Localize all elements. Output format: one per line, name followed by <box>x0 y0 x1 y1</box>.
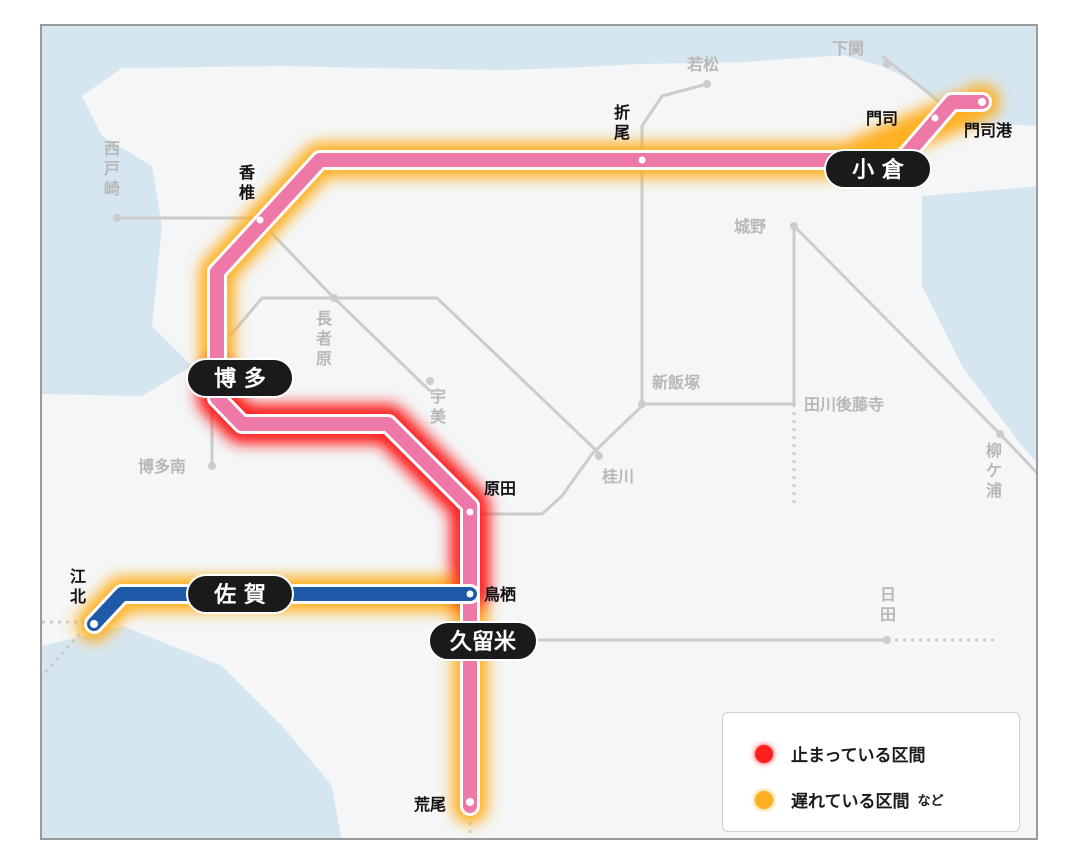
sea-genkai <box>42 26 1036 70</box>
station-label-nishitozaki: 西戸崎 <box>104 139 120 198</box>
legend-delayed-label: 遅れている区間 <box>791 792 910 812</box>
sea-ariake <box>42 626 342 838</box>
station-label-orio: 折尾 <box>614 103 630 142</box>
station-label-hakataminami: 博多南 <box>138 457 186 476</box>
major-station-hakata[interactable]: 博 多 <box>186 358 294 398</box>
station-label-mojiko: 門司港 <box>964 121 1013 140</box>
rail-status-map: 下関 若松 城野 新飯塚 田川後藤寺 博多南 桂川 西戸崎 長者原 宇美 柳ケ浦… <box>40 24 1038 840</box>
station-label-shiniizuka: 新飯塚 <box>652 373 700 392</box>
station-label-jono: 城野 <box>734 217 766 236</box>
delayed-dot-icon <box>755 790 773 809</box>
station-label-yanagaura: 柳ケ浦 <box>986 441 1002 500</box>
station-label-keisen: 桂川 <box>601 467 634 486</box>
minor-station-labels: 下関 若松 城野 新飯塚 田川後藤寺 博多南 桂川 <box>138 39 884 486</box>
station-label-tagawagotoji: 田川後藤寺 <box>804 395 884 414</box>
svg-text:博 多: 博 多 <box>214 366 266 392</box>
legend-delayed-suffix: など <box>917 794 944 809</box>
other-lines <box>117 54 1036 642</box>
station-label-hita: 日田 <box>880 585 896 624</box>
station-label-arao: 荒尾 <box>413 795 446 814</box>
svg-text:小 倉: 小 倉 <box>852 157 905 183</box>
station-label-kohoku: 江北 <box>70 567 86 606</box>
map-canvas: 下関 若松 城野 新飯塚 田川後藤寺 博多南 桂川 西戸崎 長者原 宇美 柳ケ浦… <box>42 26 1036 838</box>
station-label-umi: 宇美 <box>430 387 447 426</box>
svg-text:久留米: 久留米 <box>450 629 517 655</box>
station-label-tosu: 鳥栖 <box>484 585 516 604</box>
sea-areas <box>42 26 1036 838</box>
station-dots <box>90 60 1004 806</box>
major-station-kurume[interactable]: 久留米 <box>428 621 538 661</box>
affected-vertical-labels: 折尾 香椎 江北 <box>70 103 630 606</box>
affected-station-labels: 門司港 門司 原田 鳥栖 荒尾 <box>413 109 1013 814</box>
legend-stopped: 止まっている区間 <box>755 741 925 766</box>
minor-vertical-labels: 西戸崎 長者原 宇美 柳ケ浦 日田 <box>104 139 1002 624</box>
sea-west-bay <box>42 136 102 326</box>
station-label-moji: 門司 <box>866 109 898 128</box>
svg-text:佐 賀: 佐 賀 <box>213 582 266 608</box>
legend-delayed: 遅れている区間 など <box>755 787 944 812</box>
sea-suonada <box>922 186 1036 462</box>
station-label-wakamatsu: 若松 <box>686 55 719 74</box>
station-label-kashii: 香椎 <box>238 163 256 202</box>
station-label-chojabaru: 長者原 <box>315 309 333 368</box>
major-station-kokura[interactable]: 小 倉 <box>824 149 932 189</box>
legend: 止まっている区間 遅れている区間 など <box>722 712 1020 832</box>
legend-stopped-label: 止まっている区間 <box>791 746 926 766</box>
station-label-harada: 原田 <box>484 479 516 498</box>
station-label-shimonoseki: 下関 <box>832 39 864 58</box>
major-station-saga[interactable]: 佐 賀 <box>186 574 294 614</box>
stopped-dot-icon <box>755 744 773 763</box>
